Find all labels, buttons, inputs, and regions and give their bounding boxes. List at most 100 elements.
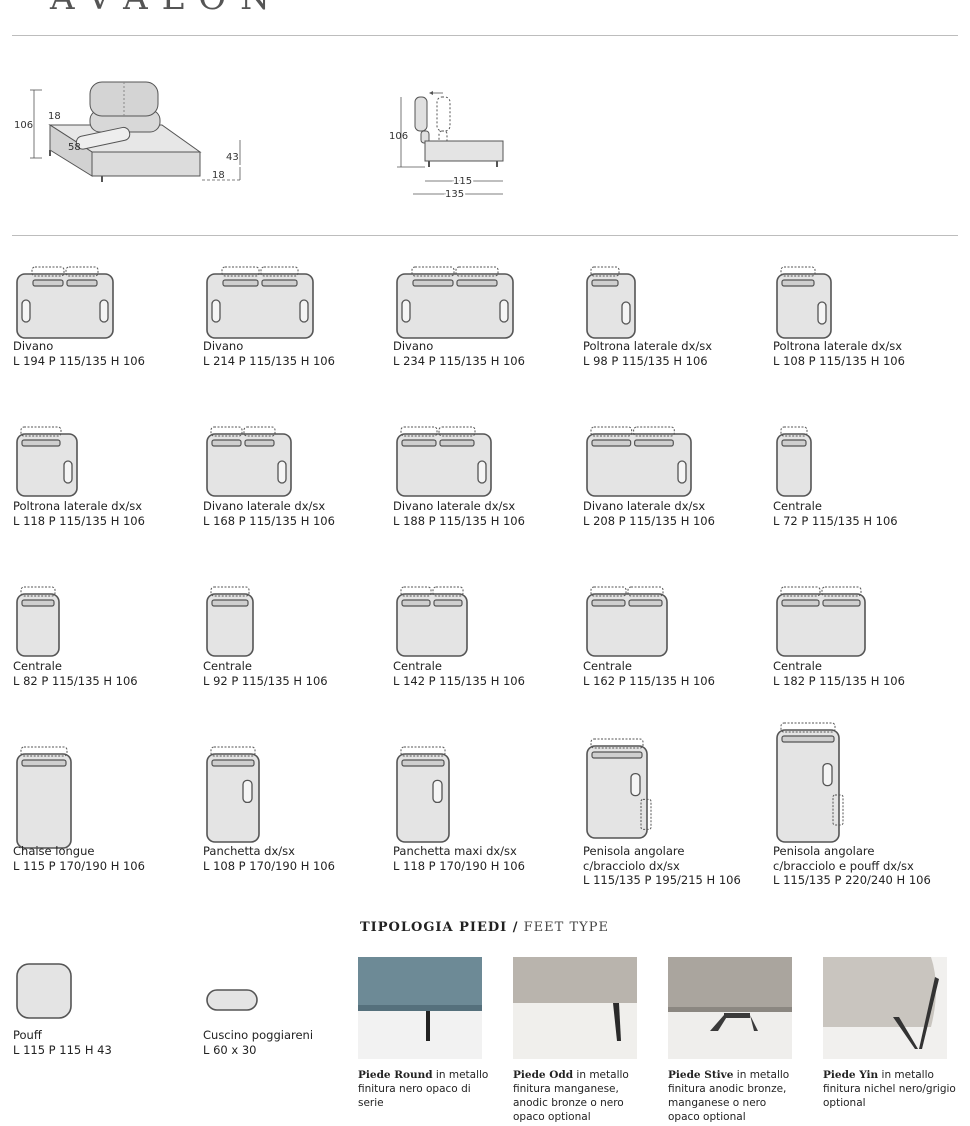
foot-desc-line: finitura manganese, — [513, 1083, 619, 1095]
module-size: L 115 P 115 H 43 — [13, 1042, 112, 1057]
module-name: Centrale — [13, 659, 62, 673]
foot-desc-line: optional — [823, 1097, 866, 1109]
foot-desc-line: anodic bronze o nero — [513, 1097, 624, 1109]
module-size: L 162 P 115/135 H 106 — [583, 673, 715, 688]
foot-desc-line: finitura nichel nero/grigio — [823, 1083, 956, 1095]
module-size: L 188 P 115/135 H 106 — [393, 513, 525, 528]
foot-photo — [668, 957, 792, 1059]
module-drawing — [773, 264, 953, 339]
foot-desc-line: finitura anodic bronze, — [668, 1083, 787, 1095]
module-name: Poltrona laterale dx/sx — [583, 339, 713, 353]
module-size: L 108 P 170/190 H 106 — [203, 858, 335, 873]
module-drawing — [203, 424, 383, 497]
module-size: L 142 P 115/135 H 106 — [393, 673, 525, 688]
module-name: Chaise longue — [13, 844, 95, 858]
foot-desc-line1: in metallo — [432, 1069, 489, 1081]
module-drawing — [583, 424, 763, 497]
middle-divider — [12, 235, 958, 236]
module-drawing — [393, 424, 573, 497]
module-size: L 214 P 115/135 H 106 — [203, 353, 335, 368]
module-name: Divano — [13, 339, 54, 353]
module-name-line2: c/bracciolo e pouff dx/sx — [773, 858, 914, 873]
module-name: Panchetta maxi dx/sx — [393, 844, 517, 858]
foot-photo — [358, 957, 482, 1059]
module-size: L 194 P 115/135 H 106 — [13, 353, 145, 368]
foot-desc-line: manganese o nero — [668, 1097, 767, 1109]
module-drawing — [13, 960, 193, 1024]
module-size: L 60 x 30 — [203, 1042, 257, 1057]
sofa-side-view-drawing: 106 115 135 — [389, 91, 504, 202]
module-name: Penisola angolare — [773, 844, 875, 858]
foot-desc-line: serie — [358, 1097, 384, 1109]
foot-desc-line1: in metallo — [733, 1069, 790, 1081]
foot-photo — [513, 957, 637, 1059]
module-name: Cuscino poggiareni — [203, 1028, 314, 1042]
module-name: Centrale — [203, 659, 252, 673]
module-drawing — [13, 584, 193, 657]
module-drawing — [13, 264, 193, 339]
dim-height-left: 106 — [14, 120, 33, 131]
dim-seat-height: 43 — [226, 152, 239, 163]
module-size: L 108 P 115/135 H 106 — [773, 353, 905, 368]
foot-name: Piede Round — [358, 1069, 433, 1081]
dim-arm-width: 18 — [48, 111, 61, 122]
module-size: L 182 P 115/135 H 106 — [773, 673, 905, 688]
dim-depth-min: 115 — [453, 176, 472, 187]
foot-item: Piede Stive in metallo finitura anodic br… — [668, 957, 818, 1124]
module-name: Centrale — [773, 659, 822, 673]
dim-height-right: 106 — [389, 131, 408, 142]
module-drawing — [583, 584, 763, 657]
foot-desc-line: opaco optional — [668, 1111, 746, 1123]
module-size: L 208 P 115/135 H 106 — [583, 513, 715, 528]
module-size: L 115 P 170/190 H 106 — [13, 858, 145, 873]
module-name: Poltrona laterale dx/sx — [773, 339, 903, 353]
module-size: L 98 P 115/135 H 106 — [583, 353, 708, 368]
module-drawing — [203, 584, 383, 657]
module-size: L 82 P 115/135 H 106 — [13, 673, 138, 688]
dim-arm-length: 58 — [68, 142, 81, 153]
foot-desc-line: finitura nero opaco di — [358, 1083, 471, 1095]
module-name-line2: c/bracciolo dx/sx — [583, 858, 680, 873]
dim-foot-height: 18 — [212, 170, 225, 181]
module-size: L 115/135 P 195/215 H 106 — [583, 873, 741, 887]
module-name: Panchetta dx/sx — [203, 844, 295, 858]
foot-description: Piede Round in metallo finitura nero opac… — [358, 1068, 508, 1110]
module-drawing — [583, 736, 763, 840]
module-drawing — [393, 744, 573, 843]
foot-desc-line: opaco optional — [513, 1111, 591, 1123]
foot-name: Piede Stive — [668, 1069, 734, 1081]
module-name: Divano laterale dx/sx — [203, 499, 326, 513]
pouff-shape — [16, 963, 72, 1019]
module-drawing — [203, 744, 383, 843]
module-drawing — [203, 264, 383, 339]
module-name: Penisola angolare — [583, 844, 685, 858]
module-drawing — [393, 584, 573, 657]
module-name: Poltrona laterale dx/sx — [13, 499, 143, 513]
sofa-perspective-drawing: 106 18 58 43 18 — [14, 81, 242, 182]
module-drawing — [583, 264, 763, 339]
module-size: L 72 P 115/135 H 106 — [773, 513, 898, 528]
module-name: Centrale — [583, 659, 632, 673]
module-drawing — [13, 744, 193, 849]
module-name: Centrale — [393, 659, 442, 673]
module-drawing — [773, 424, 953, 497]
